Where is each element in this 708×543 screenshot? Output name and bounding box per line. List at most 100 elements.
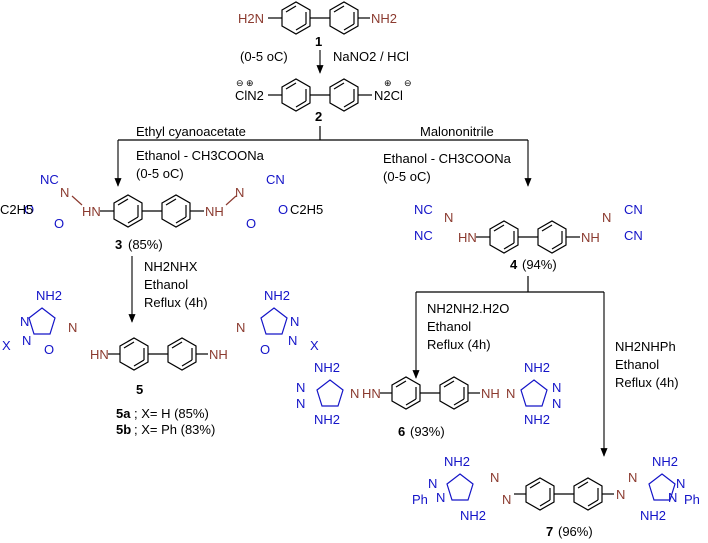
c5-o-left: O <box>44 342 54 357</box>
compound-number-4: 4 <box>510 257 518 272</box>
c7-nh2-top-left: NH2 <box>444 454 470 469</box>
c3-o-left: O <box>54 216 64 231</box>
c5-hn-left: HN <box>90 347 109 362</box>
c7-solvent: Ethanol <box>615 357 659 372</box>
c2-charge-plus-left: ⊕ <box>246 78 254 88</box>
c5-n-left: N <box>68 320 77 335</box>
c6-nh2-top-right: NH2 <box>524 360 550 375</box>
c7-n-outer-right: N <box>628 470 637 485</box>
c3-nc-left: NC <box>40 172 59 187</box>
c5-nh-right: NH <box>209 347 228 362</box>
c6-nh-right: NH <box>481 386 500 401</box>
compound-7: N N N N NH2 NH2 NH2 NH2 N N N N Ph Ph 7 … <box>412 454 700 539</box>
c3-n-right: N <box>235 185 244 200</box>
c4-nc-top-left: NC <box>414 202 433 217</box>
compound-6: HN NH N N NH2 NH2 NH2 NH2 N N N N 6 (93%… <box>296 360 561 439</box>
c4-hn-left: HN <box>458 230 477 245</box>
step1-reagent: NaNO2 / HCl <box>333 49 409 64</box>
c7-n-outer-left: N <box>490 470 499 485</box>
compound-4: HN NH N N NC NC CN CN 4 (94%) <box>414 202 643 272</box>
c2-left-diazonium: ClN2 <box>235 88 264 103</box>
compound-5: HN NH N N NH2 NH2 N N N N O O X X 5 5a ;… <box>2 288 319 437</box>
compound-number-7: 7 <box>546 524 553 539</box>
compound-number-5: 5 <box>136 382 143 397</box>
compound-number-2: 2 <box>315 109 322 124</box>
c7-n-inner-left: N <box>502 492 511 507</box>
c7-n-ring-left: N <box>428 476 437 491</box>
c3-nh-right: NH <box>205 204 224 219</box>
c6-n-left: N <box>350 386 359 401</box>
c3-cn-right: CN <box>266 172 285 187</box>
c1-right-amine: NH2 <box>371 11 397 26</box>
c5b-text: ; X= Ph (83%) <box>134 422 215 437</box>
c7-yield: (96%) <box>558 524 593 539</box>
c5-solvent: Ethanol <box>144 277 188 292</box>
c7-nh2-top-right: NH2 <box>652 454 678 469</box>
c7-n-ring2-left: N <box>436 490 445 505</box>
c5-reagent: NH2NHX <box>144 259 198 274</box>
c6-n-ring-left: N <box>296 380 305 395</box>
c7-n-ring-right: N <box>676 476 685 491</box>
c5-n-right: N <box>236 320 245 335</box>
c6-reagent: NH2NH2.H2O <box>427 301 509 316</box>
c5-x-left: X <box>2 338 11 353</box>
compound-number-3: 3 <box>115 237 122 252</box>
compound-3: HN NH N N NC CN O O O O C2H5 C2H5 3 (85%… <box>0 172 323 252</box>
c3-o-right: O <box>246 216 256 231</box>
c7-reagent: NH2NHPh <box>615 339 676 354</box>
c6-condition: Reflux (4h) <box>427 337 491 352</box>
left-solvent: Ethanol - CH3COONa <box>136 148 265 163</box>
left-reagent: Ethyl cyanoacetate <box>136 124 246 139</box>
c7-n-inner-right: N <box>616 487 625 502</box>
c5-condition: Reflux (4h) <box>144 295 208 310</box>
c4-nh-right: NH <box>581 230 600 245</box>
c5-nh2-left: NH2 <box>36 288 62 303</box>
c3-ethyl-right: C2H5 <box>290 202 323 217</box>
c4-yield: (94%) <box>522 257 557 272</box>
c7-nh2-bottom-right: NH2 <box>640 508 666 523</box>
c4-cn-top-right: CN <box>624 202 643 217</box>
compound-1: H2N NH2 1 <box>238 2 397 49</box>
right-solvent: Ethanol - CH3COONa <box>383 151 512 166</box>
c5-n-ring-left: N <box>20 314 29 329</box>
c5-x-right: X <box>310 338 319 353</box>
compound-number-1: 1 <box>315 34 322 49</box>
c3-o-ester-right: O <box>278 202 288 217</box>
c7-n-ring2-right: N <box>668 490 677 505</box>
c4-nc-bottom-left: NC <box>414 228 433 243</box>
c2-right-diazonium: N2Cl <box>374 88 403 103</box>
c2-charge-minus-left: ⊖ <box>236 78 244 88</box>
left-temp: (0-5 oC) <box>136 166 184 181</box>
c6-n-ring2-left: N <box>296 396 305 411</box>
c6-nh2-bottom-right: NH2 <box>524 412 550 427</box>
c5a-text: ; X= H (85%) <box>134 406 209 421</box>
c7-condition: Reflux (4h) <box>615 375 679 390</box>
c6-n-ring-right: N <box>552 380 561 395</box>
compound-2: ClN2 N2Cl ⊕ ⊖ ⊕ ⊖ 2 <box>235 78 412 124</box>
c6-yield: (93%) <box>410 424 445 439</box>
c6-n-ring2-right: N <box>552 396 561 411</box>
c6-nh2-bottom-left: NH2 <box>314 412 340 427</box>
c5a-label: 5a <box>116 406 131 421</box>
c6-hn-left: HN <box>362 386 381 401</box>
c5b-label: 5b <box>116 422 131 437</box>
c7-nh2-bottom-left: NH2 <box>460 508 486 523</box>
right-reagent: Malononitrile <box>420 124 494 139</box>
c5-n-ring-right: N <box>290 314 299 329</box>
c4-n-right: N <box>602 210 611 225</box>
c7-ph-right: Ph <box>684 492 700 507</box>
c5-n-ring2-left: N <box>22 333 31 348</box>
c5-o-right: O <box>260 342 270 357</box>
c7-ph-left: Ph <box>412 492 428 507</box>
c5-nh2-right: NH2 <box>264 288 290 303</box>
c3-hn-left: HN <box>82 204 101 219</box>
c3-ethyl-left: C2H5 <box>0 202 33 217</box>
c6-n-right: N <box>506 386 515 401</box>
c6-nh2-top-left: NH2 <box>314 360 340 375</box>
compound-number-6: 6 <box>398 424 405 439</box>
c1-left-amine: H2N <box>238 11 264 26</box>
c2-charge-minus-right: ⊖ <box>404 78 412 88</box>
c3-yield: (85%) <box>128 237 163 252</box>
right-temp: (0-5 oC) <box>383 169 431 184</box>
